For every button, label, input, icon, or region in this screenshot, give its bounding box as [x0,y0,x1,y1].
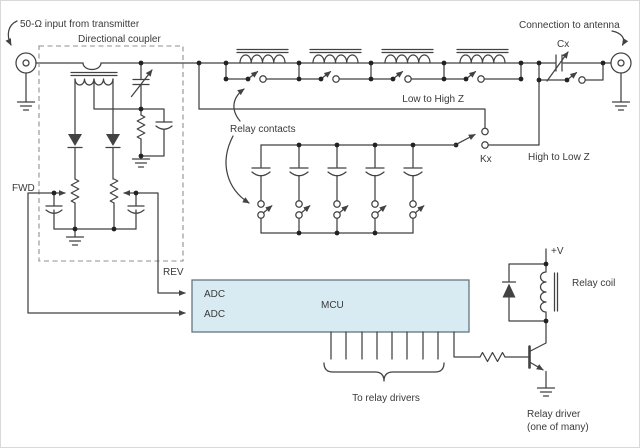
rev-detector-diode [105,133,121,149]
transistor-collector [528,320,547,353]
input-section: 50-Ω input from transmitter [5,19,140,111]
cap-branch-3 [328,145,348,233]
series-inductor-4 [456,48,509,64]
cap-branch-2 [290,145,310,233]
fwd-label: FWD [12,183,35,194]
secondary-center-tap [93,78,142,110]
trimmer-capacitor [130,62,153,110]
series-inductor-3 [381,48,434,64]
cx-bypass-wire [538,62,604,81]
cap-branch-4 [366,145,386,233]
directional-coupler: Directional coupler [38,34,184,262]
diode-leads [74,146,114,180]
kx-throw-upper [481,127,489,136]
sense-transformer [70,71,142,135]
mcu-output-lines [330,331,439,360]
cx-plates [555,54,563,72]
high-to-low-label: High to Low Z [528,152,590,163]
inductor-relay-contact-4 [464,72,485,83]
rev-potentiometer [109,178,137,230]
input-label-arrow [5,20,18,46]
rc-ground-icon [131,158,151,168]
trimmer-arrow [130,69,153,98]
fwd-potentiometer [53,178,80,230]
relay-driver-section: +V Relay coil Relay driver (one of many) [453,246,615,433]
input-label: 50-Ω input from transmitter [20,19,140,30]
drive-wire [453,331,481,358]
inductor-relay-contact-2 [319,72,340,83]
base-resistor [479,351,506,363]
antenna-ground-icon [611,101,631,111]
rev-wire [135,192,186,296]
mcu-label: MCU [321,300,344,311]
low-z-tap-wire [198,62,486,129]
transistor-emitter [528,361,544,371]
transformer-core [70,71,118,77]
inductor-relay-contact-3 [391,72,412,83]
transformer-primary-loop [82,62,102,71]
antenna-label: Connection to antenna [519,20,620,31]
junction-dots [51,60,606,324]
adc-bottom-label: ADC [204,309,225,320]
mcu-section: ADC ADC MCU To relay drivers [191,279,470,404]
kx-label: Kx [480,154,492,165]
secondary-leads [74,78,114,135]
input-connector-pin [22,59,30,67]
coupler-dashed-box [38,45,184,262]
outputs-brace [323,362,445,382]
relay-contacts-arrow-down [225,135,250,204]
load-resistor [136,114,146,140]
cap-branch-5 [404,145,424,233]
kx-switch-section: Low to High Z High to Low Z Kx [198,62,590,165]
supply-label: +V [551,246,564,257]
antenna-connector-pin [617,59,625,67]
mcu-block [191,279,470,333]
main-rf-line [35,62,612,71]
flyback-branch [508,263,547,322]
rev-label: REV [163,267,184,278]
relay-coil-core [553,272,559,312]
inductor-relay-contact-1 [246,72,267,83]
cx-bypass-contact [565,73,586,84]
capacitor-bank [252,144,457,234]
relay-driver-label-1: Relay driver [527,409,581,420]
kx-arm-arrow [457,133,476,145]
load-capacitor [155,121,173,130]
series-inductor-1 [236,48,289,64]
inductor-chain [225,48,522,83]
detector-ground-icon [65,236,85,246]
kx-throw-lower [481,141,489,149]
chain-risers [225,62,522,80]
to-relay-drivers-label: To relay drivers [352,393,420,404]
cap-branch-1 [252,145,272,233]
relay-coil-winding [539,263,547,322]
coupler-label: Directional coupler [78,34,161,45]
relay-coil-label: Relay coil [572,278,615,289]
relay-coil-circuit [501,248,559,322]
relay-contacts-arrow-up [233,88,245,122]
cx-variable-arrow [546,51,569,82]
fwd-detector-diode [67,133,83,149]
cx-section: Cx [538,39,604,146]
input-ground-icon [16,101,36,111]
low-to-high-label: Low to High Z [402,94,464,105]
antenna-section: Connection to antenna [519,20,632,111]
cx-label: Cx [557,39,569,50]
relay-contacts-annotation: Relay contacts [225,88,296,204]
relay-contacts-label: Relay contacts [230,124,296,135]
antenna-label-arrow [611,30,629,46]
relay-driver-label-2: (one of many) [527,422,589,433]
series-inductor-2 [309,48,362,64]
detector-signal-wires: FWD REV [12,183,186,316]
fwd-wire [27,192,186,316]
flyback-diode [502,283,516,298]
adc-top-label: ADC [204,289,225,300]
emitter-ground-icon [536,387,556,397]
load-rc-network [131,108,173,168]
driver-transistor [528,320,556,397]
